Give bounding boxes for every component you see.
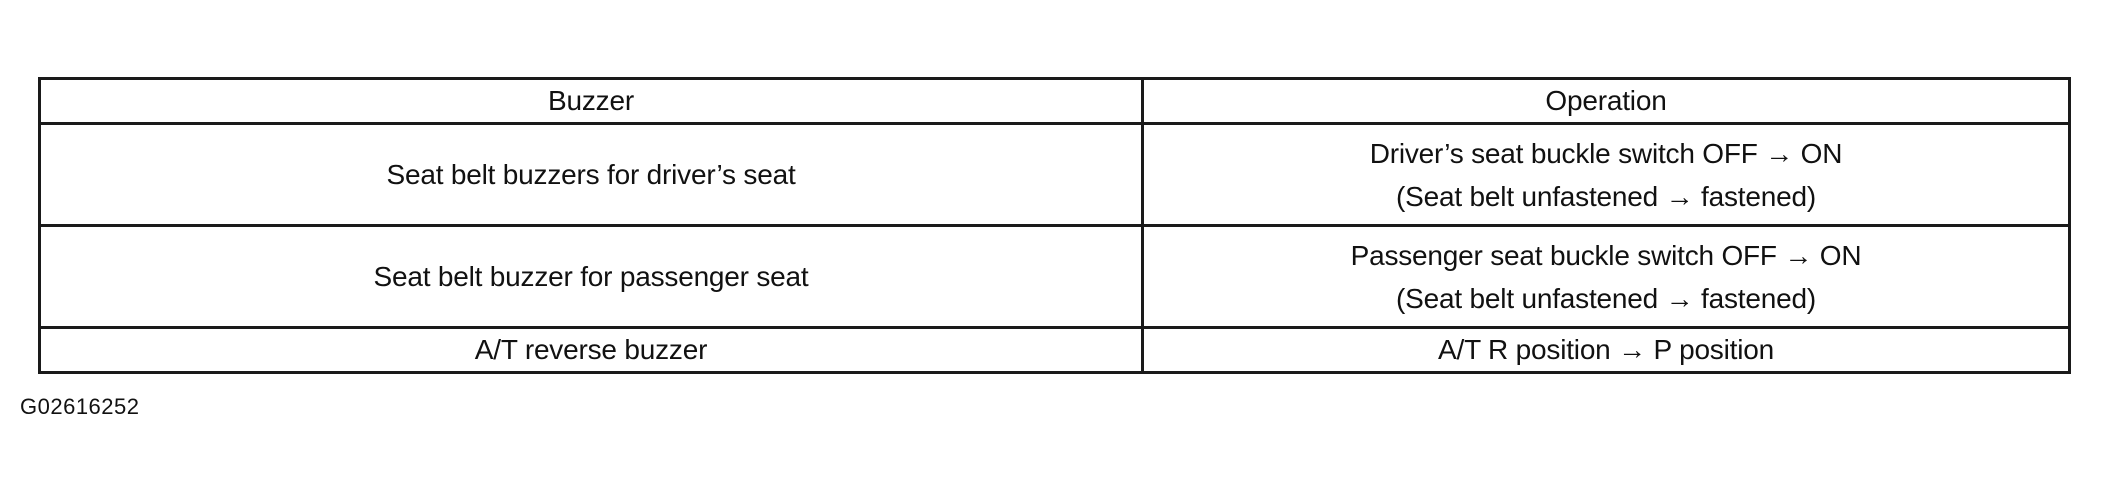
- column-header-buzzer: Buzzer: [38, 77, 1144, 125]
- operation-line: (Seat belt unfastened → fastened): [1396, 180, 1816, 212]
- table-row: Seat belt buzzers for driver’s seat Driv…: [38, 122, 2071, 227]
- buzzer-operation-table: Buzzer Operation Seat belt buzzers for d…: [38, 77, 2071, 374]
- table-row: A/T reverse buzzer A/T R position → P po…: [38, 326, 2071, 374]
- buzzer-cell: Seat belt buzzers for driver’s seat: [38, 122, 1144, 227]
- operation-cell: Passenger seat buckle switch OFF → ON (S…: [1141, 224, 2071, 329]
- column-header-operation: Operation: [1141, 77, 2071, 125]
- operation-cell: A/T R position → P position: [1141, 326, 2071, 374]
- table-header-row: Buzzer Operation: [38, 77, 2071, 125]
- table-row: Seat belt buzzer for passenger seat Pass…: [38, 224, 2071, 329]
- figure-id-label: G02616252: [20, 394, 140, 419]
- operation-line: Driver’s seat buckle switch OFF → ON: [1369, 137, 1843, 169]
- operation-line: Passenger seat buckle switch OFF → ON: [1350, 239, 1862, 271]
- buzzer-cell: Seat belt buzzer for passenger seat: [38, 224, 1144, 329]
- operation-line: (Seat belt unfastened → fastened): [1396, 282, 1816, 314]
- buzzer-cell: A/T reverse buzzer: [38, 326, 1144, 374]
- operation-cell: Driver’s seat buckle switch OFF → ON (Se…: [1141, 122, 2071, 227]
